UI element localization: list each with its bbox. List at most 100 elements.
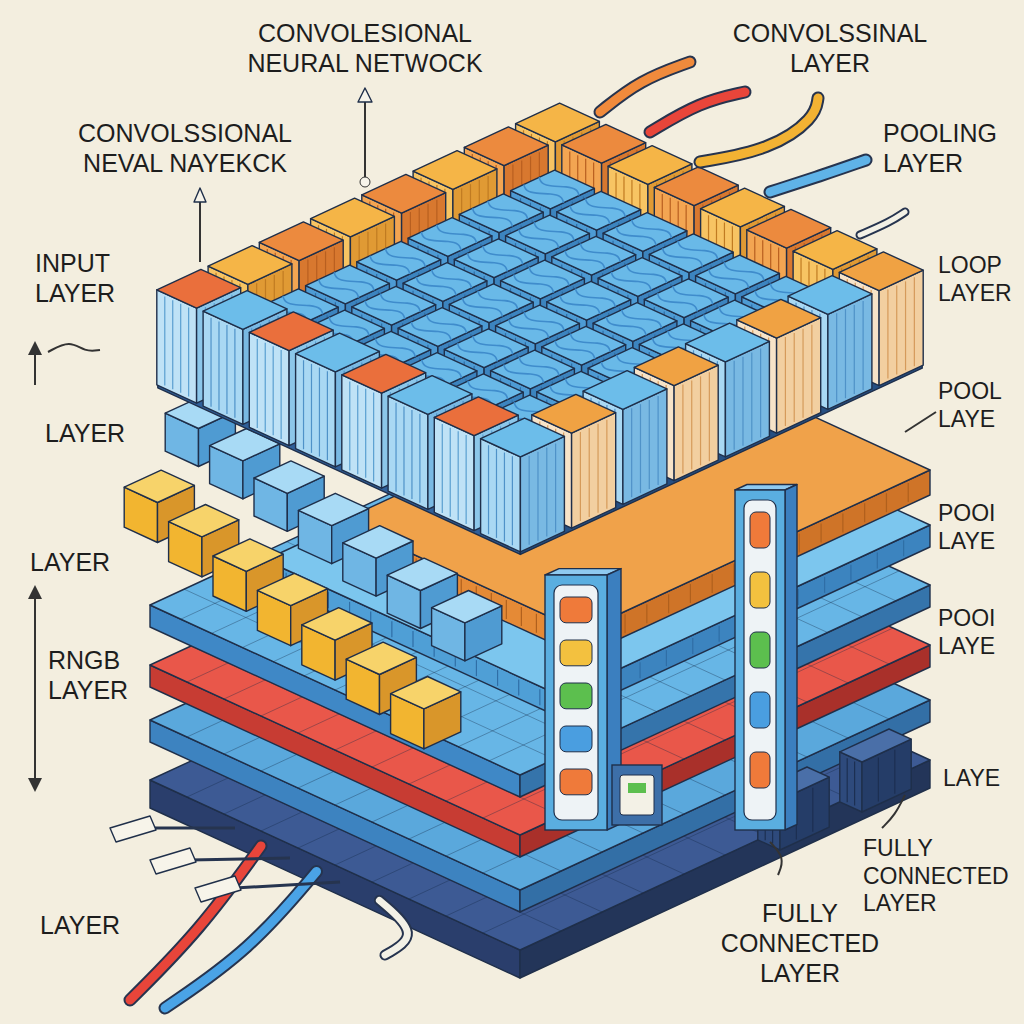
leader-pin bbox=[358, 88, 372, 102]
stripe bbox=[537, 452, 538, 541]
feature-block-top bbox=[298, 493, 368, 525]
wave-line bbox=[468, 253, 508, 271]
stripe bbox=[751, 353, 752, 442]
stripe bbox=[496, 449, 497, 538]
conv-cube-face bbox=[388, 396, 428, 509]
wave-line bbox=[473, 208, 513, 226]
stripe bbox=[450, 428, 451, 517]
stripe bbox=[742, 357, 743, 446]
wave-line bbox=[432, 270, 472, 288]
wave-line bbox=[565, 251, 605, 269]
conv-cube-face bbox=[434, 417, 474, 530]
stripe bbox=[836, 313, 837, 402]
stripe bbox=[824, 577, 825, 593]
label-holder: FULLY CONNECTED LAYER bbox=[690, 898, 910, 988]
leader-line bbox=[199, 200, 201, 262]
wave-line bbox=[658, 293, 698, 311]
stripe bbox=[273, 346, 274, 435]
stripe bbox=[188, 307, 189, 396]
stripe bbox=[799, 534, 800, 553]
stripe bbox=[820, 523, 821, 542]
wave-line bbox=[632, 220, 672, 238]
cable-outline bbox=[130, 846, 261, 1000]
pillar-side bbox=[785, 485, 797, 831]
stripe bbox=[357, 385, 358, 474]
wave-line bbox=[509, 319, 549, 337]
stripe bbox=[639, 662, 640, 678]
cable-outline bbox=[860, 212, 905, 235]
pillar-light bbox=[560, 726, 592, 752]
stripe bbox=[903, 540, 904, 556]
leader-line bbox=[905, 412, 936, 432]
layer-label: LOOP LAYER bbox=[938, 252, 1018, 307]
wave-line bbox=[329, 317, 369, 335]
label-holder: CONVOLESIONAL NEURAL NETWOCK bbox=[215, 18, 515, 78]
feature-block-top bbox=[391, 677, 461, 709]
wave-line bbox=[283, 296, 323, 314]
wave-line bbox=[606, 317, 646, 335]
stripe bbox=[319, 368, 320, 457]
layer-label: INPUT LAYER bbox=[35, 248, 155, 308]
cable bbox=[165, 872, 317, 1009]
stripe bbox=[458, 431, 459, 520]
layer-label: LAYER bbox=[45, 418, 155, 448]
cable bbox=[600, 62, 690, 112]
wave-line bbox=[534, 222, 574, 240]
cable-outline bbox=[650, 92, 745, 132]
wave-line bbox=[437, 225, 477, 243]
label-holder: FULLY CONNECTED LAYER bbox=[863, 835, 1018, 918]
label-holder: LAYE bbox=[943, 765, 1018, 793]
stripe bbox=[798, 589, 799, 605]
leader-line bbox=[882, 795, 905, 828]
cable-outline bbox=[700, 98, 818, 162]
pillar-light bbox=[560, 640, 592, 666]
stripe bbox=[395, 403, 396, 492]
stripe bbox=[555, 444, 556, 533]
layer-label: CONVOLSSINAL LAYER bbox=[700, 18, 960, 78]
label-holder: LOOP LAYER bbox=[938, 252, 1018, 307]
wave-line bbox=[458, 343, 498, 361]
wave-line bbox=[539, 177, 579, 195]
wave-line bbox=[385, 249, 425, 267]
stripe bbox=[497, 670, 498, 686]
plug bbox=[150, 848, 196, 874]
wave-line bbox=[673, 286, 713, 304]
feature-block-top bbox=[302, 608, 372, 640]
wave-line bbox=[709, 269, 749, 287]
layer-label: LAYER bbox=[30, 547, 140, 577]
stripe bbox=[811, 325, 812, 414]
stripe bbox=[668, 594, 669, 613]
feature-block-top bbox=[124, 470, 194, 502]
layer-label: POOI LAYE bbox=[938, 605, 1018, 660]
label-holder: CONVOLSSINAL LAYER bbox=[700, 18, 960, 78]
stripe bbox=[896, 285, 897, 374]
stripe bbox=[700, 376, 701, 465]
stripe bbox=[580, 432, 581, 521]
stripe bbox=[512, 456, 513, 545]
stripe bbox=[854, 762, 855, 806]
device-led bbox=[628, 783, 646, 793]
pillar-light bbox=[750, 752, 770, 788]
plug bbox=[195, 876, 241, 902]
stripe bbox=[281, 350, 282, 439]
feature-block-top bbox=[169, 505, 239, 537]
wave-line bbox=[514, 274, 554, 292]
conv-cube-face bbox=[157, 290, 197, 403]
leader-line bbox=[770, 842, 782, 875]
wave-line bbox=[570, 334, 610, 352]
stripe bbox=[327, 371, 328, 460]
stripe bbox=[529, 456, 530, 545]
label-holder: POOI LAYE bbox=[938, 605, 1018, 660]
stripe bbox=[914, 277, 915, 366]
stripe bbox=[877, 552, 878, 568]
cable bbox=[379, 900, 407, 955]
stripe bbox=[812, 788, 813, 832]
conv-cube-face bbox=[249, 332, 289, 445]
stripe bbox=[589, 428, 590, 517]
stripe bbox=[164, 296, 165, 385]
layer-label: RNGB LAYER bbox=[48, 645, 158, 705]
stripe bbox=[539, 689, 540, 705]
stripe bbox=[802, 329, 803, 418]
wave-line bbox=[570, 206, 610, 224]
wave-line bbox=[375, 339, 415, 357]
